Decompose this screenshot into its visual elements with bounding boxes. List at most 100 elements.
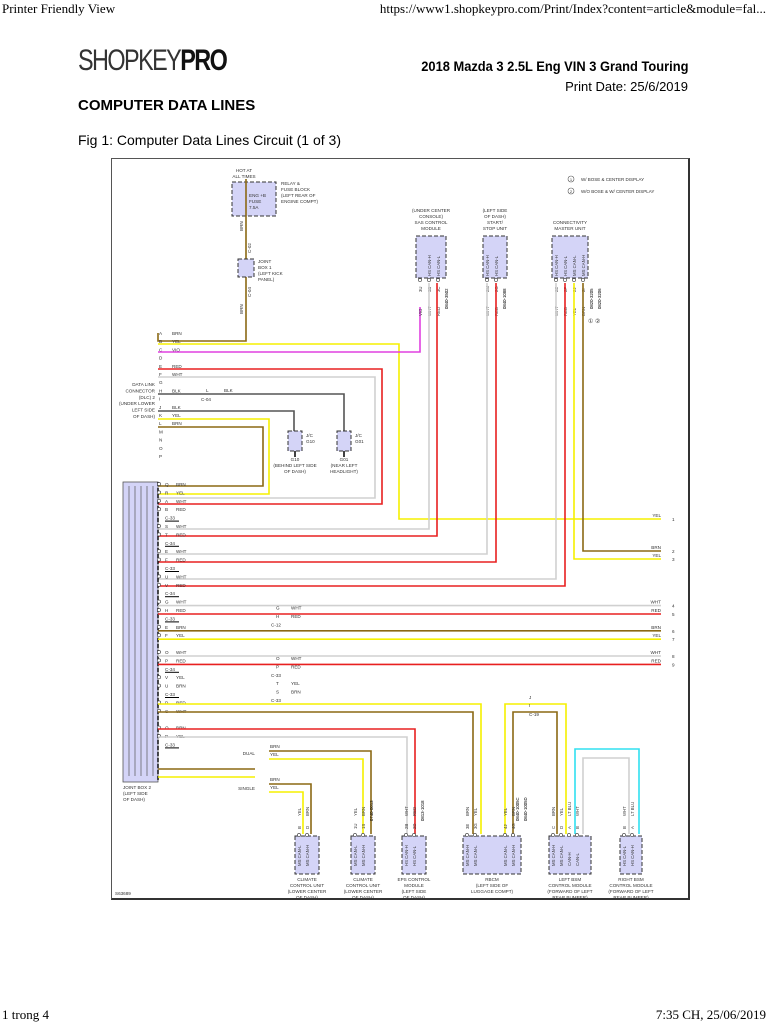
module-pin — [503, 833, 507, 837]
dlc-label: OF DASH) — [133, 414, 155, 419]
module-pin — [572, 278, 576, 282]
top-module-name: START/ — [487, 220, 504, 225]
module-connector-id: 0813-1018 — [420, 800, 425, 821]
module-connector-id: 0840-1005C — [515, 797, 520, 821]
module-pin-signal: MS CAN-H — [511, 845, 516, 866]
dlc-pin-letter: C — [159, 347, 163, 352]
module-pin-wire-color: YEL — [297, 807, 302, 816]
splice-pin: L — [206, 388, 209, 393]
wire-dlc-blk-j — [158, 410, 295, 431]
joint-box-1-location: (LEFT KICK — [258, 271, 284, 276]
module-pin — [473, 833, 477, 837]
dlc-pin-wire-color: WHT — [172, 372, 183, 377]
jb2-pin-terminal — [157, 658, 161, 663]
connector-label: C-02 — [247, 243, 252, 253]
wire-dual-yel — [269, 758, 364, 834]
splice-wire-color: RED — [291, 664, 301, 669]
jb2-pin-terminal — [157, 574, 161, 579]
wire-rbcm-brn — [158, 711, 474, 834]
top-module-box — [482, 235, 508, 279]
wire-cmu-brn — [582, 283, 661, 552]
legend-note-text: W/ BOSE & CENTER DISPLAY — [581, 177, 644, 182]
module-pin-signal: MS CAN-H — [581, 255, 586, 276]
module-pin-wire-color: LT BLU — [567, 802, 572, 816]
wire-dlc-yel — [158, 343, 661, 520]
module-pin-signal: MS CAN-L — [297, 845, 302, 866]
legend-note-mark — [567, 175, 575, 183]
top-module-box — [551, 235, 589, 279]
top-module-name: CONNECTIVITY — [553, 220, 587, 225]
module-pin-number: D — [559, 826, 564, 829]
jb2-connector-id: C-34 — [165, 541, 175, 546]
dlc-pin-letter: A — [159, 331, 163, 336]
dlc-pin-letter: H — [159, 388, 162, 393]
wire-rbcm-yel — [158, 703, 482, 834]
module-pin-wire-color: RED — [412, 807, 417, 816]
dlc-pin-wire-color: VIO — [172, 347, 180, 352]
jb2-pin-wire-color: RED — [176, 532, 186, 537]
wire-dual-brn — [269, 750, 372, 834]
jb2-pin-letter: T — [165, 532, 168, 537]
module-pin-number: 4G — [511, 823, 516, 829]
ground-jc-label: J/C — [306, 433, 314, 438]
splice-pin: T — [276, 681, 279, 686]
hot-at-all-times-label: HOT AT — [236, 168, 252, 173]
right-ref-wire-color: WHT — [651, 600, 662, 605]
wire-color-label: YEL — [270, 752, 279, 757]
print-footer-timestamp: 7:35 CH, 25/06/2019 — [655, 1007, 766, 1022]
jb2-pin-letter: G — [165, 600, 169, 605]
wire-color-label: BRN — [270, 777, 280, 782]
wire-dlc-wht — [158, 376, 376, 499]
ground-junction-box — [287, 430, 303, 452]
jb2-pin-wire-color: BRN — [176, 684, 186, 689]
splice-wire-color: YEL — [291, 681, 300, 686]
ground-location: (BEHIND LEFT SIDE — [273, 463, 316, 468]
splice-pin: J — [529, 695, 531, 700]
jb2-pin-wire-color: RED — [176, 583, 186, 588]
module-pin-number: 2B — [404, 824, 409, 829]
jb2-pin-wire-color: WHT — [176, 650, 187, 655]
jb2-pin-letter: V — [165, 675, 169, 680]
bottom-module-name: CLIMATE — [297, 877, 317, 882]
splice-wire-color: BLK — [224, 388, 234, 393]
dlc-pin-letter: L — [159, 421, 162, 426]
wire-bsm-yel — [504, 703, 567, 834]
module-pin-signal: HS CAN-H — [630, 845, 635, 866]
bottom-module-name: RIGHT BSM — [618, 877, 644, 882]
joint-box-2-label: OF DASH) — [123, 797, 145, 802]
splice-pin: P — [276, 664, 279, 669]
dlc-pin-wire-color: YEL — [172, 339, 181, 344]
jb2-pin-letter: R — [165, 490, 169, 495]
wire-color-label: BRN — [270, 744, 280, 749]
module-pin-signal: MS CAN-L — [473, 845, 478, 866]
right-ref-wire-color: YEL — [652, 553, 661, 558]
module-pin-wire-color: RED — [436, 307, 441, 316]
module-pin-number: 2D — [412, 824, 417, 830]
option-single-label: SINGLE — [238, 786, 255, 791]
wire-sas-red — [158, 283, 438, 537]
jb2-pin-letter: O — [165, 726, 169, 731]
splice-pin: G — [276, 606, 280, 611]
legend-note-mark — [567, 187, 575, 195]
module-pin — [465, 833, 469, 837]
right-ref-number: 7 — [672, 637, 675, 642]
module-pin — [494, 278, 498, 282]
jb2-pin-wire-color: YEL — [176, 675, 185, 680]
module-pin-wire-color: YEL — [559, 807, 564, 816]
dlc-pin-wire-color: BRN — [172, 421, 182, 426]
module-pin-wire-color: BRN — [551, 807, 556, 816]
fuse-rating: 7.5A — [249, 205, 259, 210]
wire-dlc-yel-k — [158, 418, 270, 495]
wire-cmu-red — [158, 283, 566, 587]
jb2-pin-terminal — [157, 675, 161, 680]
dlc-label: LEFT SIDE — [132, 408, 155, 413]
jb2-pin-wire-color: BRN — [176, 625, 186, 630]
print-header-url: https://www1.shopkeypro.com/Print/Index?… — [379, 1, 766, 16]
jb2-pin-letter: Q — [165, 482, 169, 487]
module-pin — [622, 833, 626, 837]
module-pin-number: A — [630, 826, 635, 829]
right-ref-number: 2 — [672, 549, 675, 554]
logo-text-bold: PRO — [180, 44, 228, 77]
right-ref-number: 6 — [672, 629, 675, 634]
